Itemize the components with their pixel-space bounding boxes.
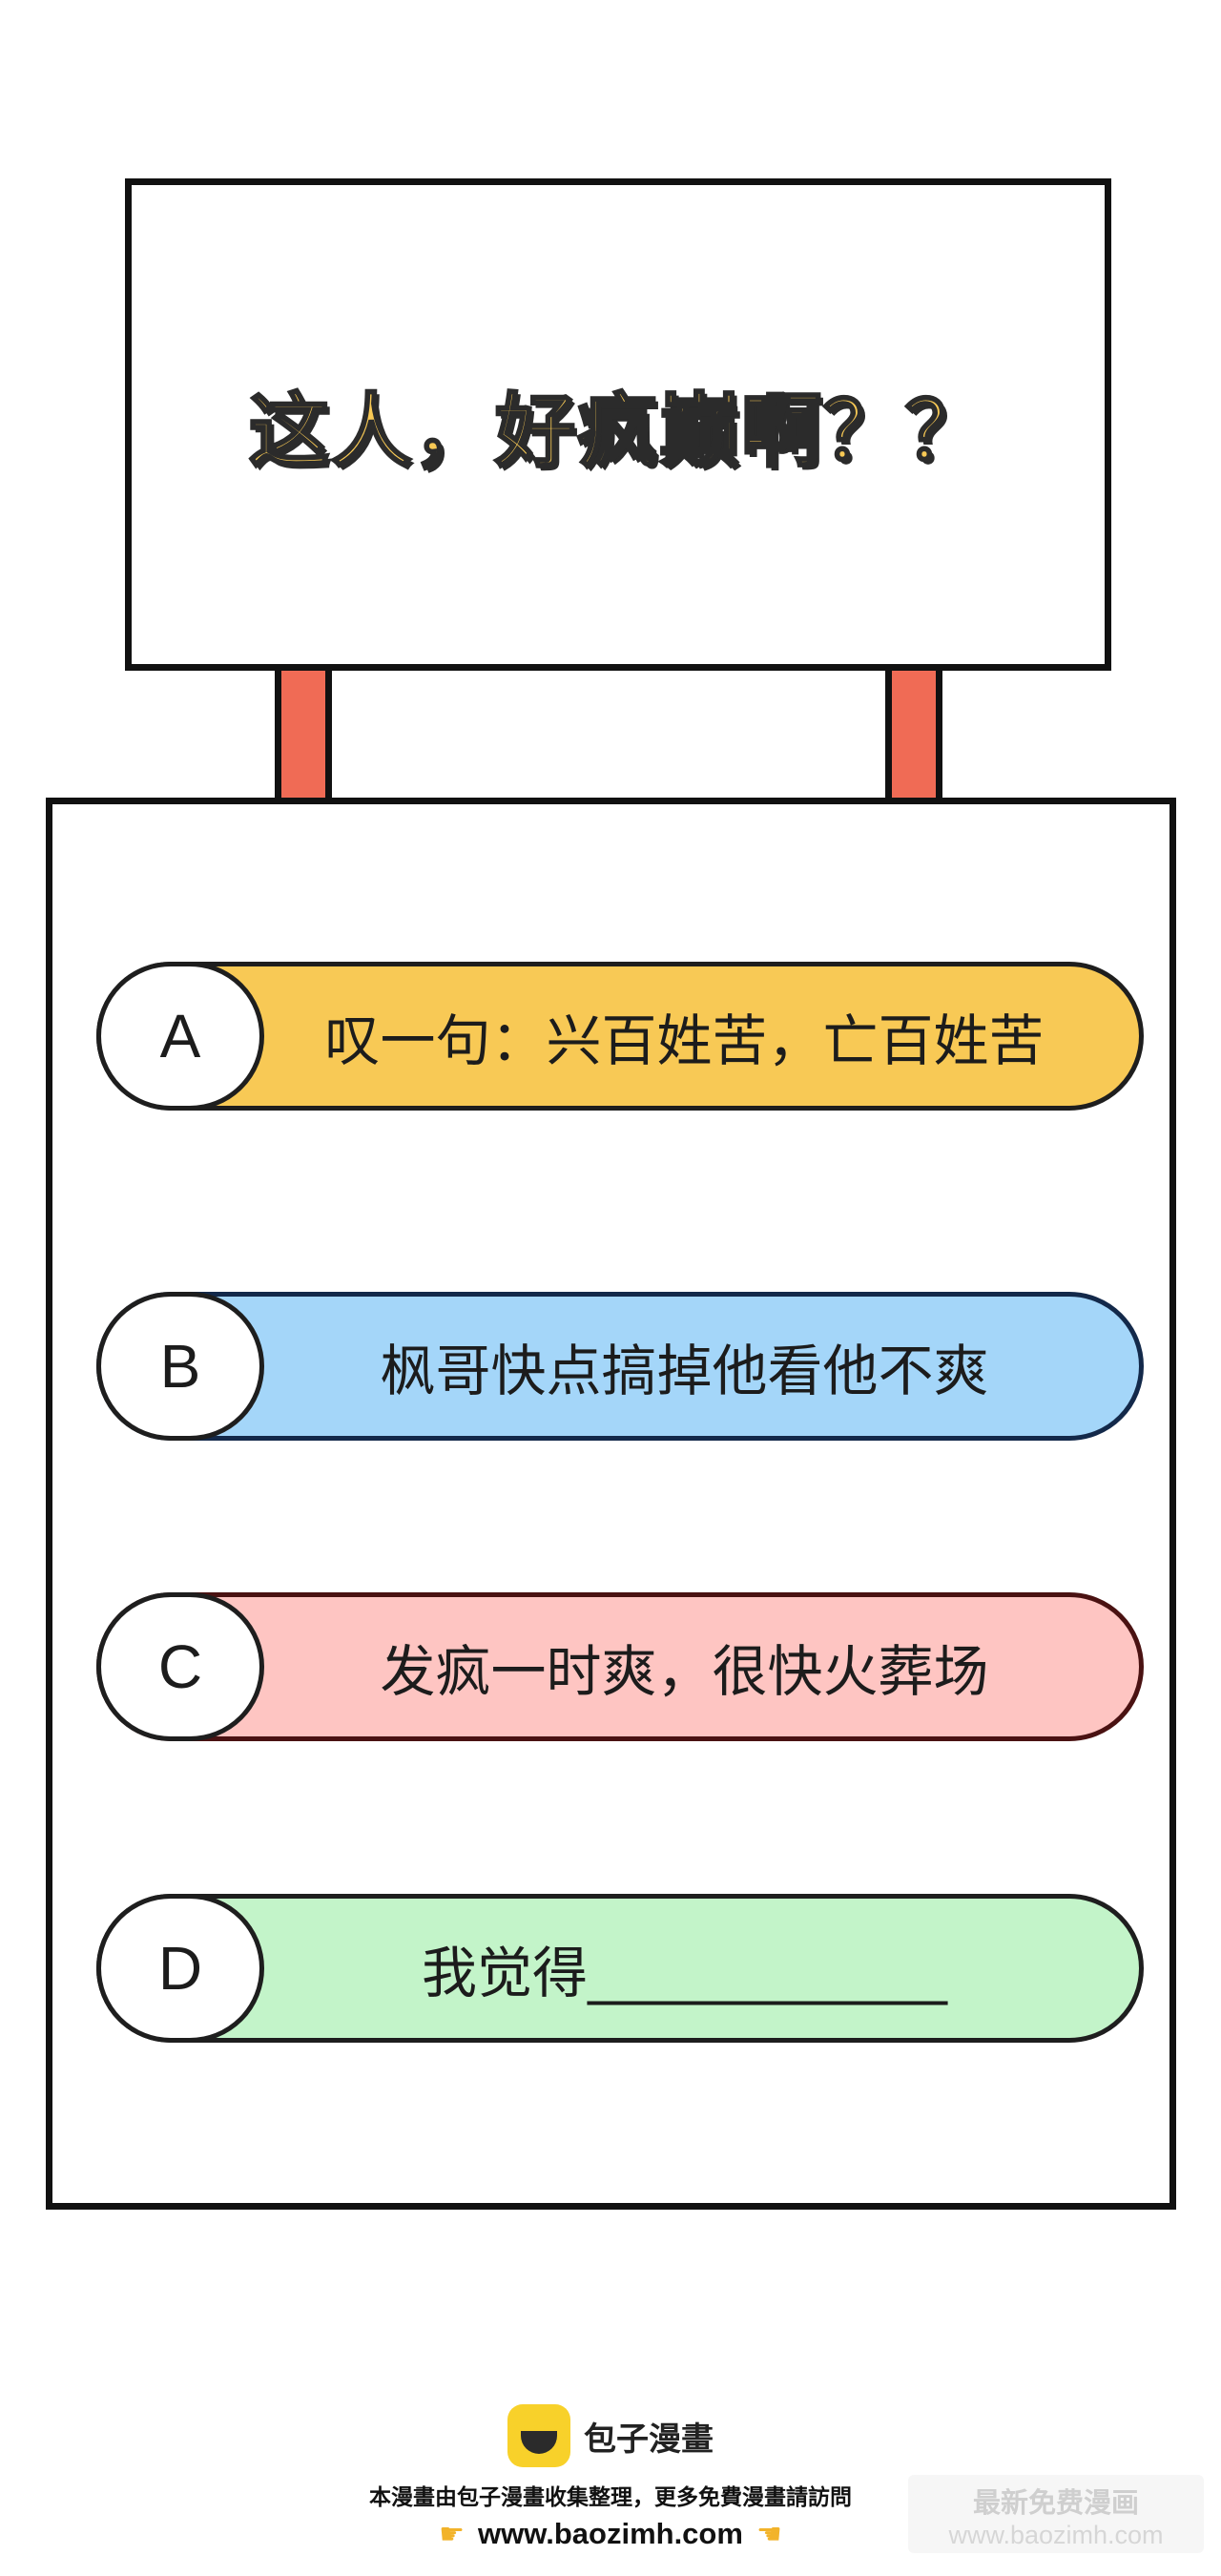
- option-b-letter: B: [96, 1292, 264, 1441]
- question-sign: 这人，好疯巅啊？？: [125, 178, 1111, 671]
- options-panel: 叹一句：兴百姓苦，亡百姓苦 A 枫哥快点搞掉他看他不爽 B 发疯一时爽，很快火葬…: [46, 798, 1176, 2210]
- sign-post-left: [275, 671, 332, 802]
- option-d-text: 我觉得_____________: [421, 1941, 947, 2005]
- watermark: 最新免费漫画 www.baozimh.com: [908, 2475, 1204, 2553]
- option-c-letter: C: [96, 1592, 264, 1741]
- option-d-letter: D: [96, 1894, 264, 2043]
- bun-logo-icon: [507, 2404, 570, 2467]
- option-b[interactable]: 枫哥快点搞掉他看他不爽 B: [96, 1292, 1144, 1441]
- footer-url-link[interactable]: www.baozimh.com: [478, 2517, 743, 2550]
- option-a-letter: A: [96, 962, 264, 1111]
- sign-post-right: [885, 671, 942, 802]
- watermark-url: www.baozimh.com: [948, 2521, 1164, 2549]
- pointing-hand-icon: ☚: [755, 2517, 782, 2551]
- footer-notice: 本漫畫由包子漫畫收集整理，更多免費漫畫請訪問: [369, 2485, 852, 2510]
- footer-url-row[interactable]: ☛ www.baozimh.com ☚: [0, 2517, 1221, 2551]
- question-title: 这人，好疯巅啊？？: [247, 383, 987, 479]
- brand-row: 包子漫畫: [0, 2404, 1221, 2467]
- option-d[interactable]: 我觉得_____________ D: [96, 1894, 1144, 2043]
- option-c-text: 发疯一时爽，很快火葬场: [380, 1639, 989, 1704]
- option-a[interactable]: 叹一句：兴百姓苦，亡百姓苦 A: [96, 962, 1144, 1111]
- watermark-title: 最新免费漫画: [972, 2486, 1139, 2519]
- option-a-text: 叹一句：兴百姓苦，亡百姓苦: [324, 1008, 1045, 1073]
- site-footer: 包子漫畫 本漫畫由包子漫畫收集整理，更多免費漫畫請訪問 ☛ www.baozim…: [0, 2404, 1221, 2551]
- brand-name: 包子漫畫: [584, 2420, 714, 2459]
- option-c[interactable]: 发疯一时爽，很快火葬场 C: [96, 1592, 1144, 1741]
- option-b-text: 枫哥快点搞掉他看他不爽: [380, 1339, 989, 1403]
- pointing-hand-icon: ☛: [439, 2517, 466, 2551]
